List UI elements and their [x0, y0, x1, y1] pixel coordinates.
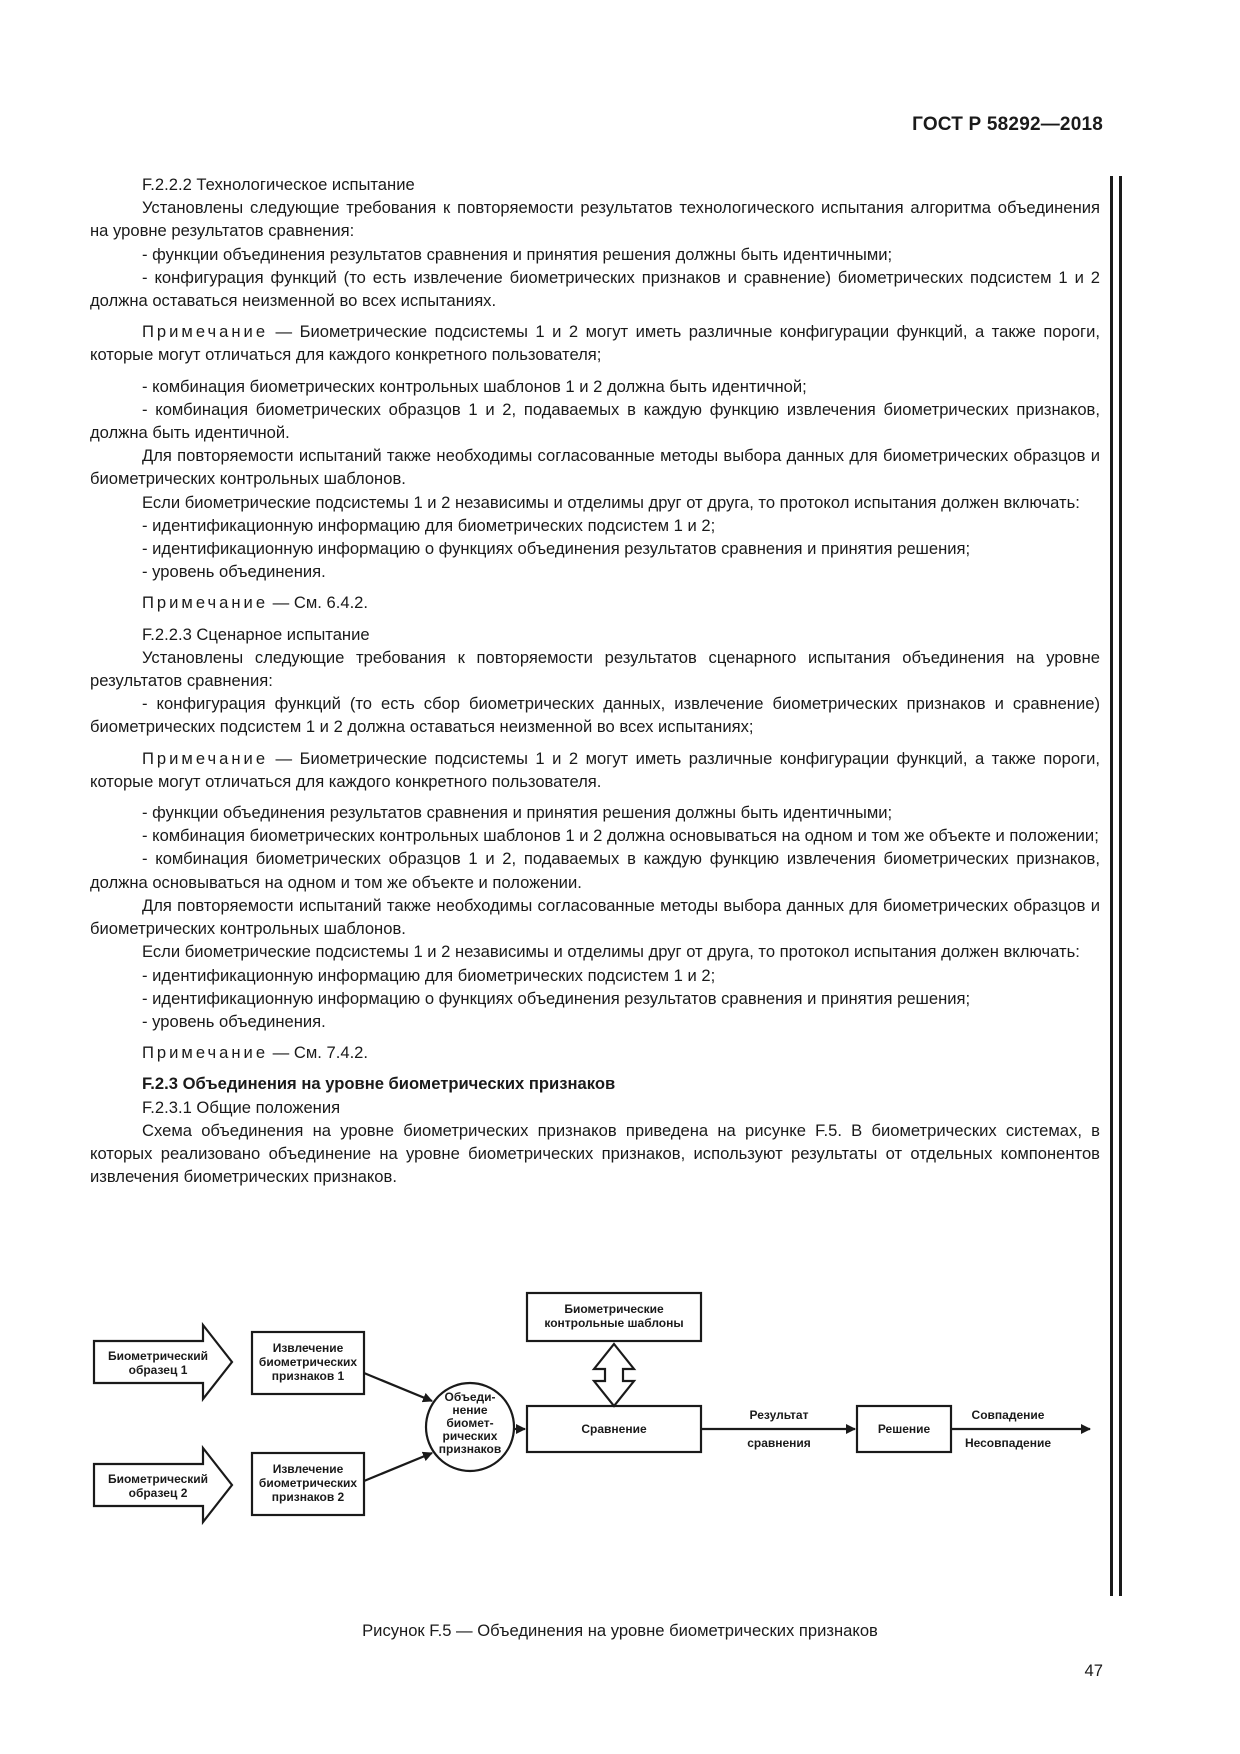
list-item: - комбинация биометрических образцов 1 и…	[90, 399, 1100, 443]
list-item: - идентификационную информацию для биоме…	[142, 515, 716, 535]
note-text: См. 7.4.2.	[293, 1043, 369, 1063]
list-item: - функции объединения результатов сравне…	[142, 244, 893, 264]
list-item: - комбинация биометрических контрольных …	[142, 376, 807, 396]
margin-rule-line	[1110, 176, 1113, 1596]
arrow-extract1-fusion	[363, 1371, 433, 1403]
section-heading: F.2.2.2 Технологическое испытание	[142, 175, 415, 194]
note-text: Биометрические подсистемы 1 и 2 могут им…	[90, 748, 1100, 791]
note-text: См. 6.4.2.	[293, 593, 369, 613]
note: Примечание — Биометрические подсистемы 1…	[90, 320, 1100, 366]
paragraph: Схема объединения на уровне биометрическ…	[90, 1120, 1100, 1187]
list-item: - комбинация биометрических образцов 1 и…	[90, 849, 1100, 892]
note-dash: —	[275, 322, 293, 342]
paragraph: Для повторяемости испытаний также необхо…	[90, 895, 1100, 939]
paragraph: Установлены следующие требования к повто…	[90, 647, 1100, 691]
list-item: - идентификационную информацию о функция…	[142, 988, 971, 1008]
extract-1-box	[250, 1330, 366, 1396]
extract-2-box	[250, 1451, 366, 1517]
list-item: - функции объединения результатов сравне…	[142, 803, 893, 823]
list-item: - конфигурация функций (то есть сбор био…	[90, 694, 1100, 737]
margin-rule-line	[1119, 176, 1122, 1596]
note-label: Примечание	[142, 748, 269, 768]
list-item: - идентификационную информацию о функция…	[142, 539, 971, 559]
figure-caption: Рисунок F.5 — Объединения на уровне биом…	[362, 1621, 878, 1640]
note-dash: —	[272, 593, 290, 613]
double-arrow-shape	[591, 1342, 637, 1408]
list-item: - конфигурация функций (то есть извлечен…	[90, 267, 1100, 311]
section-heading: F.2.3 Объединения на уровне биометрическ…	[142, 1074, 616, 1094]
paragraph: Если биометрические подсистемы 1 и 2 нез…	[142, 942, 1080, 962]
list-item: - уровень объединения.	[142, 1011, 326, 1031]
section-heading: F.2.2.3 Сценарное испытание	[142, 624, 370, 644]
document-body: F.2.2.2 Технологическое испытание Устано…	[90, 173, 1100, 1188]
list-item: - идентификационную информацию для биоме…	[142, 965, 716, 985]
decision-label: Решение	[878, 1422, 931, 1436]
note-text: Биометрические подсистемы 1 и 2 могут им…	[90, 322, 1100, 365]
match-label: Совпадение	[972, 1408, 1045, 1422]
sample-2-arrow-shape	[92, 1444, 234, 1526]
note: Примечание — Биометрические подсистемы 1…	[90, 747, 1100, 793]
result-label-bottom: сравнения	[747, 1436, 811, 1450]
paragraph: Установлены следующие требования к повто…	[90, 198, 1100, 241]
sample-1-arrow-shape	[92, 1321, 234, 1403]
fusion-circle	[424, 1381, 516, 1473]
note-dash: —	[272, 1043, 290, 1063]
note-dash: —	[275, 748, 293, 768]
note-label: Примечание	[142, 593, 269, 613]
templates-box	[525, 1291, 703, 1343]
document-code: ГОСТ Р 58292—2018	[912, 114, 1103, 135]
note-label: Примечание	[142, 322, 269, 342]
note: Примечание — См. 6.4.2.	[90, 591, 1100, 614]
nonmatch-label: Несовпадение	[965, 1436, 1051, 1450]
arrow-extract2-fusion	[363, 1451, 433, 1483]
section-heading: F.2.3.1 Общие положения	[142, 1097, 341, 1117]
note: Примечание — См. 7.4.2.	[90, 1041, 1100, 1064]
list-item: - комбинация биометрических контрольных …	[142, 826, 1099, 846]
paragraph: Для повторяемости испытаний также необхо…	[90, 446, 1100, 489]
page-number: 47	[1084, 1661, 1103, 1680]
margin-rule	[1110, 176, 1124, 1596]
list-item: - уровень объединения.	[142, 562, 326, 582]
paragraph: Если биометрические подсистемы 1 и 2 нез…	[142, 492, 1080, 512]
note-label: Примечание	[142, 1043, 269, 1063]
result-label-top: Результат	[750, 1408, 809, 1422]
compare-label: Сравнение	[581, 1422, 647, 1436]
